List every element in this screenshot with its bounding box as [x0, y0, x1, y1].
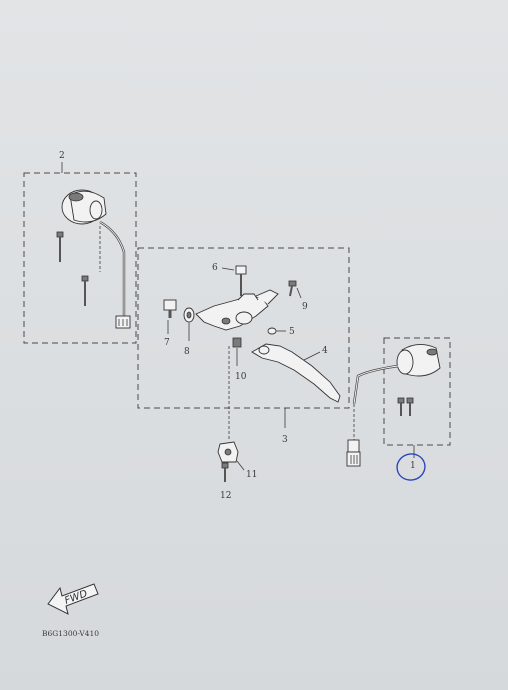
- callout-2: 2: [59, 151, 65, 161]
- group-box-1: [383, 337, 451, 446]
- callout-8: 8: [184, 347, 190, 357]
- drawing-code: B6G1300-V410: [42, 629, 99, 638]
- group-box-2: [23, 172, 137, 344]
- callout-5: 5: [289, 327, 295, 337]
- lever-bracket: [195, 289, 279, 331]
- callout-11: 11: [246, 470, 257, 480]
- screw-12: [221, 462, 229, 482]
- screw-9: [288, 280, 297, 297]
- callout-9: 9: [302, 302, 308, 312]
- bolt-7: [163, 299, 177, 318]
- right-connector: [346, 439, 361, 467]
- callout-6: 6: [212, 263, 218, 273]
- fwd-arrow-icon: [47, 583, 99, 615]
- callout-10: 10: [235, 372, 247, 382]
- right-switch-cable: [352, 364, 399, 405]
- callout-1: 1: [410, 461, 416, 471]
- callout-7: 7: [164, 338, 170, 348]
- left-screw-upper: [56, 231, 64, 262]
- washer-8: [183, 307, 195, 323]
- callout-3: 3: [282, 435, 288, 445]
- left-connector: [115, 315, 131, 329]
- collar-5: [267, 327, 277, 335]
- left-screw-lower: [81, 275, 89, 306]
- callout-12: 12: [220, 491, 231, 501]
- clamp-11: [217, 441, 239, 463]
- right-screws: [397, 397, 414, 416]
- callout-4: 4: [322, 346, 328, 356]
- pin-10: [232, 337, 242, 348]
- group-box-3: [137, 247, 350, 409]
- clutch-lever-4: [251, 343, 341, 403]
- left-switch-housing: [61, 189, 126, 318]
- pen-circle-mark: [396, 453, 426, 481]
- fwd-label: FWD: [63, 588, 89, 606]
- right-switch-housing: [396, 344, 441, 377]
- bolt-6: [235, 265, 247, 296]
